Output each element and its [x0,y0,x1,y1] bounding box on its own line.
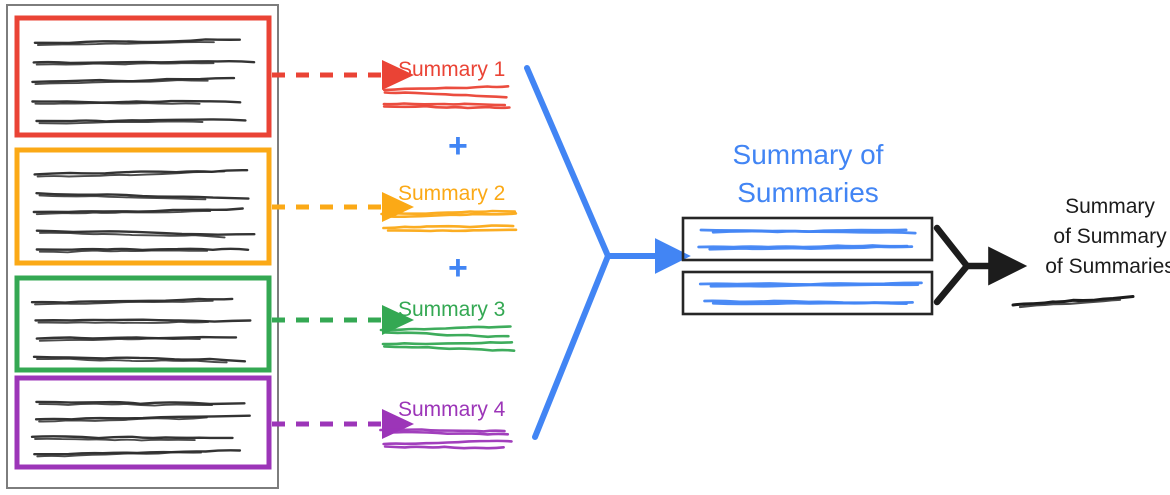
summary-2-sketch-line [387,212,518,219]
final-summary-line [1011,295,1135,307]
document-text-line [35,335,238,340]
document-text-line [32,59,256,65]
document-text-line [37,320,210,324]
dashed-arrows [272,60,414,439]
document-chunks [14,15,272,470]
blue-merge-top-leg [524,65,611,259]
document-text-line [31,99,242,104]
document-text-line [34,102,201,105]
document-outline [6,4,279,489]
final-summary-line [1018,298,1122,309]
summary-sketch-lines [379,85,518,450]
chunk-red-box [14,15,272,138]
final-summary-line3: of Summaries [1045,255,1170,278]
document-text-line [38,249,209,254]
summary-3-sketch-line [383,345,516,352]
final-summary-underline [1011,295,1135,309]
black-merge-top-leg [933,224,971,270]
document-text-line [34,318,252,323]
document-text-line [36,170,226,178]
blue-merge-arrow [524,65,691,440]
summary-2-label: Summary 2 [398,182,506,205]
document-text-line [35,210,212,216]
summary-2-sketch-line [380,209,517,216]
document-text-line [36,357,228,364]
summary-4-sketch-line [385,430,510,436]
summary-1-sketch-line [383,91,508,99]
document-text-line [38,231,226,239]
chunk-green-box [14,275,272,373]
summary-3-sketch-line [384,331,510,339]
document-text-line [35,62,215,66]
chunk-orange-box [14,147,272,266]
summary-1-sketch-line [382,85,510,92]
summary-3-label: Summary 3 [398,298,506,321]
document-text-line [32,355,247,363]
summary-4-label: Summary 4 [398,398,506,421]
source-document [6,4,279,489]
sos-box-1 [681,216,934,262]
document-text-line [35,400,246,406]
document-text-line [36,451,202,458]
black-merge-bottom-leg [933,262,971,306]
plus-sign-1: + [448,127,468,165]
document-text-line [35,118,247,123]
summary-4-sketch-line [382,439,513,446]
document-text-line [35,229,256,236]
document-text-line [34,437,196,442]
document-text-line [38,337,201,342]
final-summary-line2: of Summary [1053,225,1167,248]
summary-1-label: Summary 1 [398,58,506,81]
sos-box-1-sketch-line [708,245,914,251]
document-text-line [38,194,207,201]
document-text-line [30,435,234,440]
blue-merge-bottom-leg [532,253,611,440]
document-text-line [35,247,250,252]
chunk-purple-box [14,375,272,470]
summary-of-summaries-boxes [681,216,934,316]
document-text-line [35,192,250,200]
summary-2-sketch-line [382,224,515,230]
sos-box-2-sketch-line [709,283,920,288]
summary-4-sketch-line [383,445,505,450]
summary-1-sketch-line [382,102,507,107]
sos-box-2 [681,270,934,316]
summary-3-sketch-line [379,325,512,332]
plus-sign-2: + [448,249,468,287]
document-text-line [38,120,204,125]
summary-3-sketch-line [381,340,514,346]
sos-box-1-sketch-line [711,228,908,234]
summary-2-sketch-line [386,228,518,233]
final-summary-line1: Summary [1065,195,1155,218]
document-text-line [34,299,214,306]
summary-4-sketch-line [379,428,506,433]
document-text-line [36,41,215,46]
document-text-line [38,416,208,423]
summary-of-summaries-title-line1: Summary of [732,139,884,170]
document-text-line [33,38,241,45]
black-merge-arrow [933,224,1028,306]
document-text-line [34,79,209,86]
summary-1-sketch-line [382,104,511,110]
document-text-line [38,402,214,407]
sos-box-2-sketch-line [711,301,908,306]
summary-of-summaries-title-line2: Summaries [737,177,879,208]
